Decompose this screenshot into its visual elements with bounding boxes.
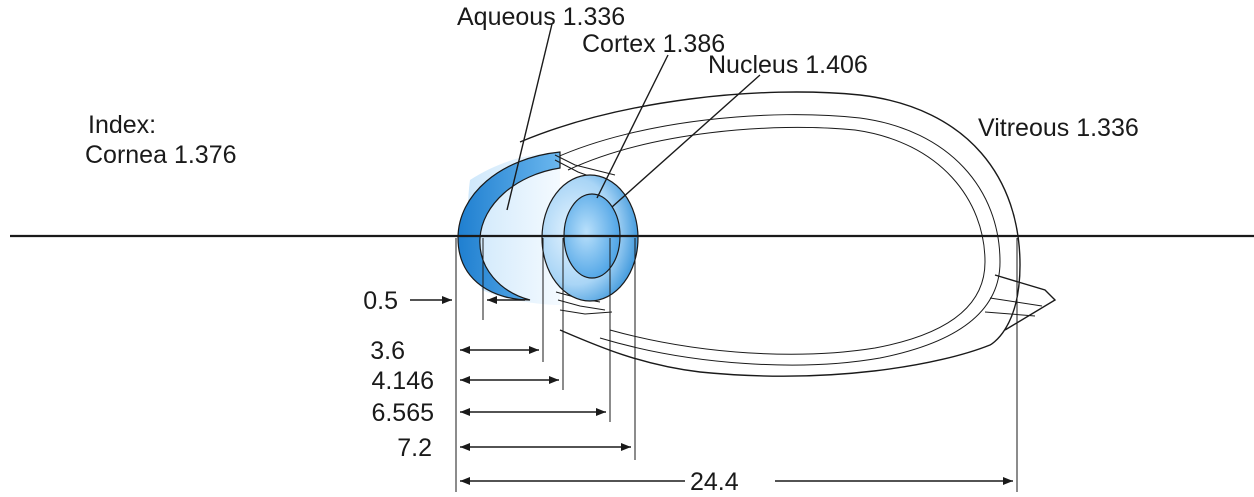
dimension-label-3.6: 3.6 xyxy=(370,337,405,365)
dimension-label-4.146: 4.146 xyxy=(371,367,434,395)
nucleus-label: Nucleus 1.406 xyxy=(708,51,868,79)
dimension-label-7.2: 7.2 xyxy=(397,434,432,462)
aqueous-leader xyxy=(506,23,553,211)
dimension-label-6.565: 6.565 xyxy=(371,399,434,427)
dimension-label-0.5: 0.5 xyxy=(363,287,398,315)
cortex-leader xyxy=(596,54,669,199)
vitreous-label: Vitreous 1.336 xyxy=(978,114,1139,142)
dimension-arrows xyxy=(410,296,1013,485)
aqueous-label: Aqueous 1.336 xyxy=(457,3,625,31)
cornea-label: Cornea 1.376 xyxy=(85,141,237,169)
dimension-label-24.4: 24.4 xyxy=(690,468,739,496)
optic-nerve xyxy=(984,274,1057,331)
nucleus-leader xyxy=(611,74,761,208)
sclera xyxy=(519,91,1021,377)
cortex-label: Cortex 1.386 xyxy=(582,30,725,58)
reference-lines xyxy=(455,238,1018,492)
index-label: Index: xyxy=(88,111,156,139)
